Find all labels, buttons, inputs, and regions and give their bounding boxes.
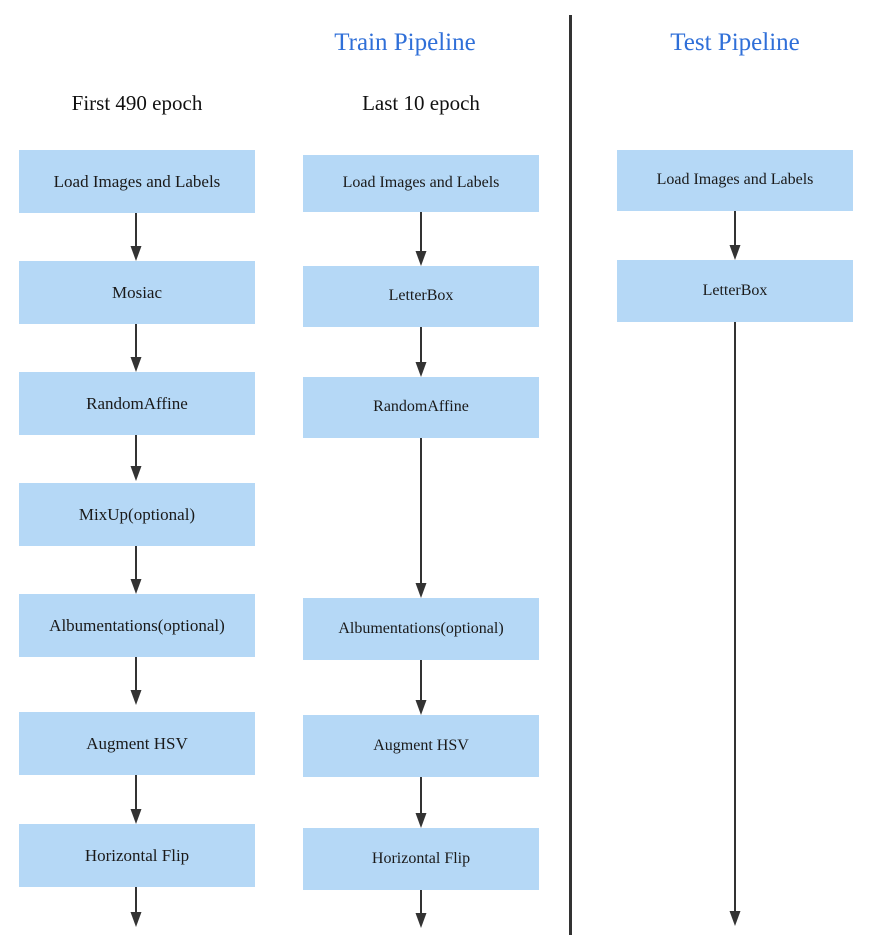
arrow-train-last-0 bbox=[415, 212, 427, 266]
arrow-train-first-6 bbox=[130, 887, 142, 927]
arrow-test-0 bbox=[729, 211, 741, 260]
arrow-train-first-4 bbox=[130, 657, 142, 705]
first-490-epoch-subtitle: First 490 epoch bbox=[71, 91, 203, 115]
stage-box-train-first-6[interactable]: Horizontal Flip bbox=[19, 824, 255, 887]
stage-box-train-first-3[interactable]: MixUp(optional) bbox=[19, 483, 255, 546]
stage-box-train-last-5[interactable]: Horizontal Flip bbox=[303, 828, 539, 890]
stage-box-train-last-4[interactable]: Augment HSV bbox=[303, 715, 539, 777]
stage-box-train-first-0[interactable]: Load Images and Labels bbox=[19, 150, 255, 213]
last-10-epoch-subtitle: Last 10 epoch bbox=[362, 91, 480, 115]
arrow-train-last-2 bbox=[415, 438, 427, 598]
arrow-train-last-4 bbox=[415, 777, 427, 828]
pipeline-divider bbox=[569, 15, 572, 935]
stage-box-train-first-4[interactable]: Albumentations(optional) bbox=[19, 594, 255, 657]
arrow-train-first-2 bbox=[130, 435, 142, 481]
stage-box-test-0[interactable]: Load Images and Labels bbox=[617, 150, 853, 211]
arrow-train-last-3 bbox=[415, 660, 427, 715]
arrow-train-first-5 bbox=[130, 775, 142, 824]
train-pipeline-title: Train Pipeline bbox=[334, 29, 476, 56]
arrow-train-first-1 bbox=[130, 324, 142, 372]
stage-box-train-first-1[interactable]: Mosiac bbox=[19, 261, 255, 324]
test-pipeline-title: Test Pipeline bbox=[670, 29, 800, 56]
arrow-train-first-0 bbox=[130, 213, 142, 261]
arrow-train-last-5 bbox=[415, 890, 427, 928]
stage-box-train-last-1[interactable]: LetterBox bbox=[303, 266, 539, 327]
arrow-train-last-1 bbox=[415, 327, 427, 377]
stage-box-train-last-2[interactable]: RandomAffine bbox=[303, 377, 539, 438]
arrow-test-1 bbox=[729, 322, 741, 926]
stage-box-train-first-2[interactable]: RandomAffine bbox=[19, 372, 255, 435]
stage-box-train-first-5[interactable]: Augment HSV bbox=[19, 712, 255, 775]
stage-box-train-last-3[interactable]: Albumentations(optional) bbox=[303, 598, 539, 660]
stage-box-train-last-0[interactable]: Load Images and Labels bbox=[303, 155, 539, 212]
arrow-train-first-3 bbox=[130, 546, 142, 594]
stage-box-test-1[interactable]: LetterBox bbox=[617, 260, 853, 322]
